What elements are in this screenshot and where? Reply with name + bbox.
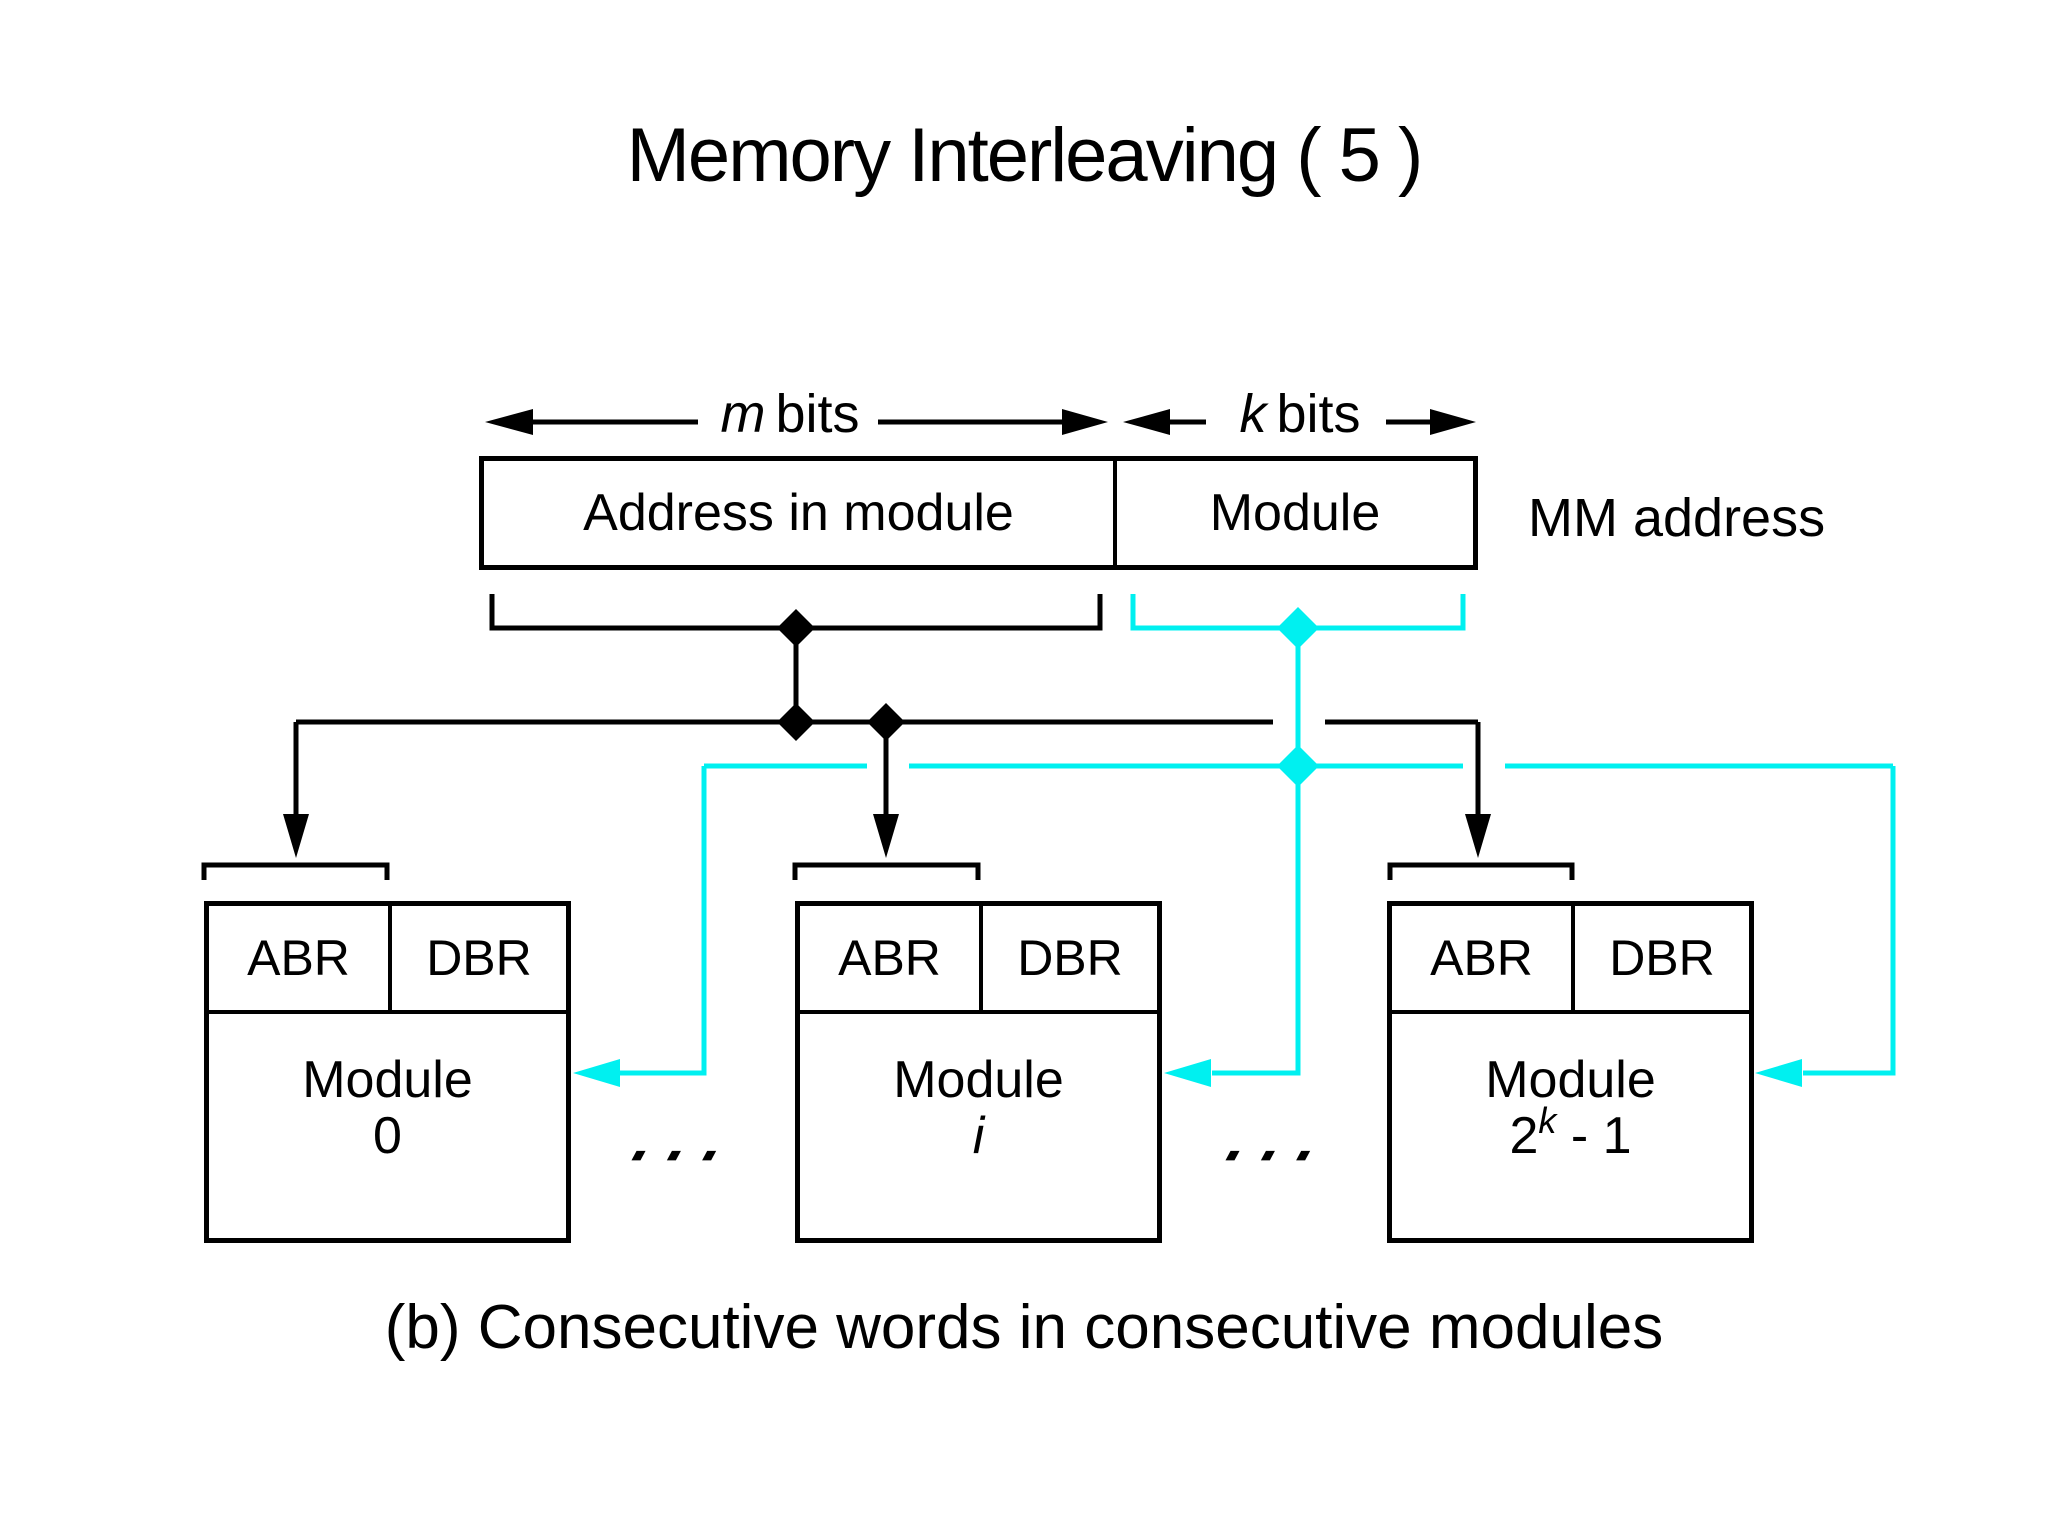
module-2k-address-arrowhead-icon [1465, 814, 1491, 858]
module-2k-title: Module [1485, 1051, 1656, 1109]
module-2k-abr-bracket [1387, 862, 1575, 880]
module-0-title: Module [302, 1051, 473, 1109]
dbr-register: DBR [1609, 930, 1715, 986]
k-bits-left-arrowhead-icon [1123, 409, 1170, 435]
m-bits-span-arrow [485, 409, 1108, 435]
junction-diamond-icon [867, 703, 905, 741]
address-in-module-field: Address in module [484, 461, 1117, 565]
module-0-abr-bracket [201, 862, 390, 880]
module-i-address-arrowhead-icon [873, 814, 899, 858]
junction-diamond-icon [1277, 745, 1319, 787]
module-0-registers: ABR DBR [209, 906, 566, 1014]
dbr-register: DBR [1017, 930, 1123, 986]
module-i-index: i [800, 1108, 1157, 1169]
mm-address-label: MM address [1528, 488, 1826, 548]
k-bits-span-arrow [1123, 409, 1476, 435]
abr-register: ABR [800, 906, 983, 1010]
module-2k-select-arrowhead-icon [1755, 1059, 1802, 1087]
m-bits-left-arrowhead-icon [485, 409, 533, 435]
module-0-select-line [618, 766, 707, 1076]
module-select-feed-line [1212, 628, 1301, 1076]
abr-register: ABR [209, 906, 392, 1010]
m-symbol: m [720, 384, 766, 444]
k-symbol: k [1239, 384, 1267, 444]
module-field: Module [1209, 484, 1381, 542]
module-2k-select-line [1803, 766, 1896, 1076]
module-2k-index-sup: k [1538, 1100, 1557, 1141]
module-i-title: Module [893, 1051, 1064, 1109]
module-0-index-value: 0 [373, 1107, 402, 1165]
module-i-box: ABR DBR Module i [795, 901, 1162, 1243]
dbr-register: DBR [426, 930, 532, 986]
module-i-index-value: i [972, 1107, 985, 1165]
mm-address-word: Address in module Module [479, 456, 1478, 570]
k-bits-unit: bits [1276, 384, 1361, 444]
module-0-select-arrowhead-icon [573, 1059, 620, 1087]
module-0-index: 0 [209, 1108, 566, 1169]
module-2k-registers: ABR DBR [1392, 906, 1749, 1014]
figure-caption: (b) Consecutive words in consecutive mod… [384, 1293, 1664, 1362]
module-i-registers: ABR DBR [800, 906, 1157, 1014]
junction-diamond-icon [777, 609, 815, 647]
module-0-body: Module 0 [209, 1014, 566, 1169]
k-bits-right-arrowhead-icon [1430, 409, 1476, 435]
junction-diamond-icon [1277, 607, 1319, 649]
module-2k-index-value: 2 [1509, 1107, 1539, 1165]
page-title: Memory Interleaving ( 5 ) [626, 113, 1424, 198]
module-2k-index-tail: - 1 [1570, 1107, 1632, 1165]
abr-register: ABR [1392, 906, 1575, 1010]
module-0-box: ABR DBR Module 0 [204, 901, 571, 1243]
module-i-body: Module i [800, 1014, 1157, 1169]
m-bits-unit: bits [775, 384, 860, 444]
module-i-abr-bracket [792, 862, 981, 880]
junction-diamond-icon [777, 703, 815, 741]
module-2k-index: 2k - 1 [1392, 1100, 1749, 1169]
module-2k-body: Module 2k - 1 [1392, 1014, 1749, 1169]
module-2k-box: ABR DBR Module 2k - 1 [1387, 901, 1754, 1243]
m-bits-right-arrowhead-icon [1062, 409, 1108, 435]
module-i-select-arrowhead-icon [1164, 1059, 1211, 1087]
module-0-address-arrowhead-icon [283, 814, 309, 858]
